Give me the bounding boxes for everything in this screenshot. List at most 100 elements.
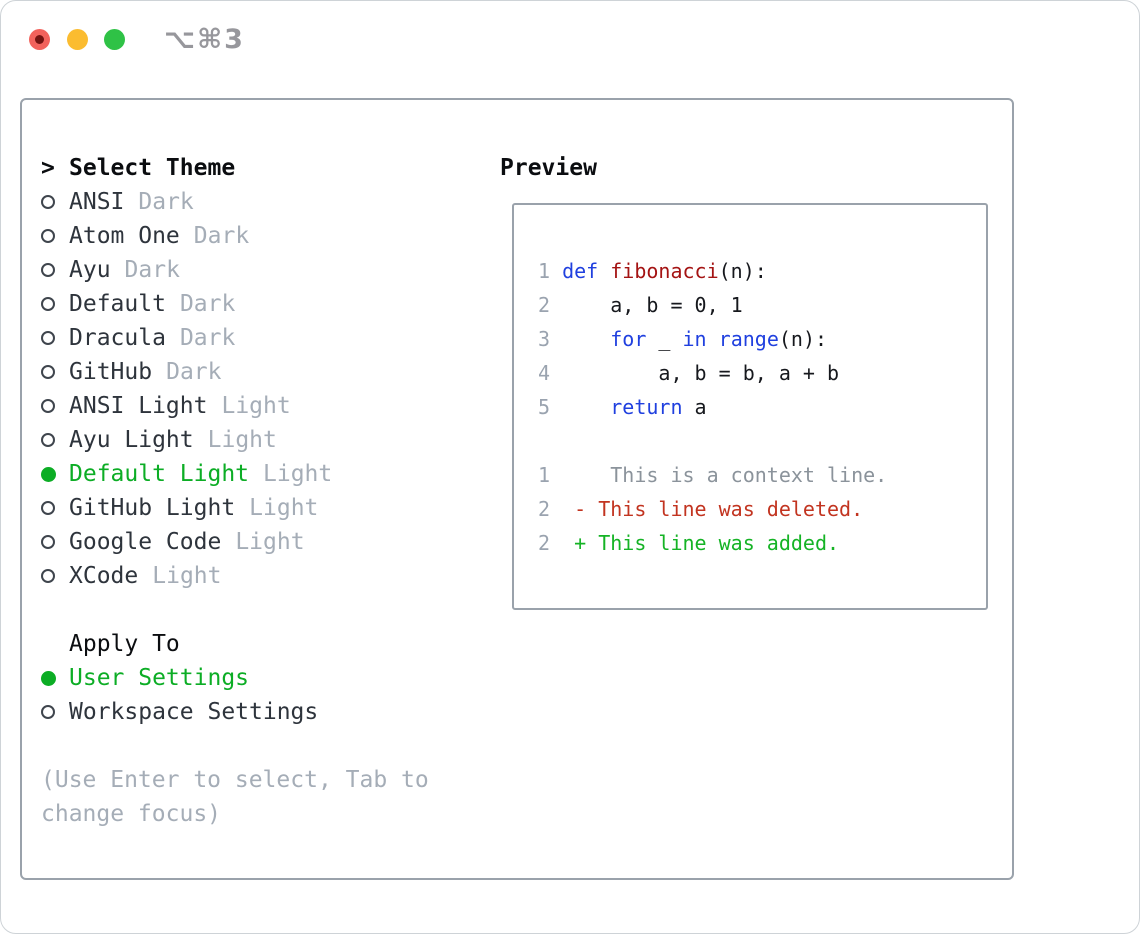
title-bar: ⌥⌘3	[1, 1, 1139, 77]
code-token: a, b = 0, 1	[550, 293, 743, 317]
radio-selected-icon	[41, 670, 69, 686]
picker-title: Select Theme	[69, 155, 236, 181]
theme-item-default[interactable]: Default Dark	[41, 287, 491, 321]
code-token: 1	[538, 463, 551, 487]
code-line: 2 - This line was deleted.	[538, 492, 986, 526]
code-token: 3	[538, 327, 551, 351]
radio-circle	[41, 399, 55, 413]
radio-icon	[41, 365, 69, 379]
code-line	[538, 424, 986, 458]
radio-icon	[41, 569, 69, 583]
theme-name: ANSI Light	[69, 393, 208, 419]
radio-icon	[41, 433, 69, 447]
radio-icon	[41, 297, 69, 311]
code-token	[598, 259, 610, 283]
radio-circle	[41, 535, 55, 549]
code-token	[550, 395, 610, 419]
theme-name: Dracula	[69, 325, 166, 351]
apply-to-title: Apply To	[69, 631, 180, 657]
code-token: return	[610, 395, 683, 419]
radio-icon	[41, 263, 69, 277]
code-token: (n):	[718, 259, 767, 283]
code-token: range	[718, 327, 779, 351]
theme-name: ANSI	[69, 189, 125, 215]
theme-variant: Dark	[179, 291, 236, 317]
radio-icon	[41, 229, 69, 243]
code-token	[550, 259, 562, 283]
apply-option-label: User Settings	[69, 665, 250, 691]
radio-circle	[41, 297, 55, 311]
spacer	[41, 593, 491, 627]
code-token: a	[682, 395, 707, 419]
window-title: ⌥⌘3	[164, 23, 245, 55]
spacer	[41, 729, 491, 763]
traffic-light-close-button[interactable]	[29, 29, 50, 50]
code-line: 4 a, b = b, a + b	[538, 356, 986, 390]
theme-item-ayu-light[interactable]: Ayu Light Light	[41, 423, 491, 457]
theme-item-ayu[interactable]: Ayu Dark	[41, 253, 491, 287]
theme-name: Google Code	[69, 529, 222, 555]
traffic-light-zoom-button[interactable]	[104, 29, 125, 50]
theme-variant: Dark	[124, 257, 180, 283]
theme-item-dracula[interactable]: Dracula Dark	[41, 321, 491, 355]
radio-circle	[41, 263, 55, 277]
code-token: a, b = b, a + b	[550, 361, 840, 385]
theme-variant: Light	[152, 563, 222, 589]
code-line: 2 + This line was added.	[538, 526, 986, 560]
code-token: 1	[538, 259, 551, 283]
theme-variant: Dark	[179, 325, 236, 351]
apply-option-user-settings[interactable]: User Settings	[41, 661, 491, 695]
code-token	[707, 327, 719, 351]
theme-variant: Dark	[193, 223, 250, 249]
theme-name: Ayu Light	[69, 427, 194, 453]
theme-name: GitHub	[69, 359, 153, 385]
radio-icon	[41, 535, 69, 549]
code-line: 5 return a	[538, 390, 986, 424]
code-token: This is a context line.	[550, 463, 888, 487]
theme-variant: Light	[249, 495, 319, 521]
theme-variant: Light	[235, 529, 305, 555]
hint-line: change focus)	[41, 801, 222, 827]
code-token: 4	[538, 361, 551, 385]
code-token	[550, 497, 574, 521]
code-line: 2 a, b = 0, 1	[538, 288, 986, 322]
radio-icon	[41, 195, 69, 209]
radio-circle	[41, 501, 55, 515]
apply-option-workspace-settings[interactable]: Workspace Settings	[41, 695, 491, 729]
radio-icon	[41, 705, 69, 719]
hint-line: (Use Enter to select, Tab to	[41, 767, 429, 793]
theme-variant: Light	[207, 427, 277, 453]
theme-variant: Light	[263, 461, 333, 487]
theme-name: Ayu	[69, 257, 111, 283]
radio-circle	[41, 365, 55, 379]
selection-cursor-icon: >	[41, 155, 55, 181]
code-token: 2	[538, 531, 551, 555]
code-token: - This line was deleted.	[574, 497, 864, 521]
code-token: fibonacci	[610, 259, 719, 283]
preview-title: Preview	[500, 155, 597, 181]
code-token: _	[646, 327, 683, 351]
theme-name: Default	[69, 291, 166, 317]
theme-item-google-code[interactable]: Google Code Light	[41, 525, 491, 559]
code-line: 1 def fibonacci(n):	[538, 254, 986, 288]
code-token: in	[682, 327, 707, 351]
radio-circle	[41, 569, 55, 583]
close-dot-icon	[35, 35, 44, 44]
apply-to-header-row: Apply To	[41, 627, 491, 661]
traffic-light-minimize-button[interactable]	[67, 29, 88, 50]
radio-icon	[41, 331, 69, 345]
